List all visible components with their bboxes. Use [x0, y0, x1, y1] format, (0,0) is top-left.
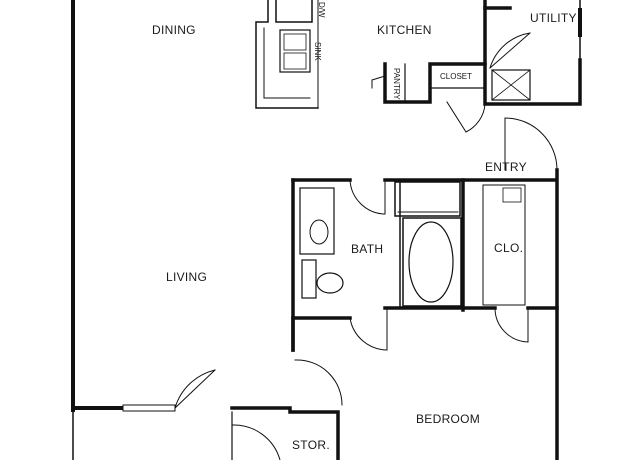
- water-heater: [491, 69, 531, 101]
- wall-bath-south: [291, 306, 559, 320]
- label-bath: BATH: [351, 242, 384, 256]
- label-utility: UTILITY: [530, 11, 577, 25]
- bedroom-door-living: [294, 359, 343, 406]
- label-living: LIVING: [166, 270, 208, 284]
- water-heater-x: [491, 69, 531, 101]
- label-closet: CLOSET: [440, 72, 473, 81]
- lavatory: [309, 219, 329, 245]
- closet-shelf: [502, 187, 522, 203]
- toilet-bowl: [316, 272, 344, 294]
- sink-basin-1: [283, 33, 307, 51]
- kitchen-counter-inner: [275, 0, 313, 23]
- pantry-door: [371, 75, 386, 89]
- label-dining: DINING: [152, 23, 196, 37]
- wall-utility: [483, 0, 582, 106]
- bath-door-swing: [349, 179, 386, 215]
- entry-door: [504, 117, 558, 171]
- shelf: [394, 181, 461, 217]
- label-pantry: PANTRY: [392, 68, 401, 100]
- closet-door-swing-2: [494, 307, 529, 343]
- vanity: [299, 187, 335, 255]
- utility-door-swing: [489, 32, 531, 69]
- label-kitchen: KITCHEN: [377, 23, 432, 37]
- wall-storage: [230, 406, 340, 460]
- tub: [402, 217, 462, 307]
- closet-door-swing: [446, 101, 486, 133]
- bedroom-door-swing: [349, 309, 388, 351]
- sink: [279, 29, 311, 73]
- sink-basin-2: [283, 52, 307, 70]
- label-entry: ENTRY: [485, 160, 527, 174]
- label-sink: SINK: [313, 42, 322, 61]
- wall-pantry: [383, 62, 487, 104]
- tub-basin: [408, 221, 454, 303]
- storage-door: [231, 424, 281, 460]
- patio-door: [174, 369, 216, 409]
- kitchen-counter-inner-2: [263, 27, 311, 99]
- label-dishwasher: D/W: [317, 2, 326, 18]
- toilet-tank: [301, 259, 317, 299]
- label-closet-large: CLO.: [494, 241, 524, 255]
- kitchen-counter: [255, 0, 319, 109]
- window-living-south: [122, 404, 176, 412]
- label-bedroom: BEDROOM: [416, 412, 481, 426]
- closet-interior: [482, 184, 526, 306]
- label-storage: STOR.: [292, 438, 330, 452]
